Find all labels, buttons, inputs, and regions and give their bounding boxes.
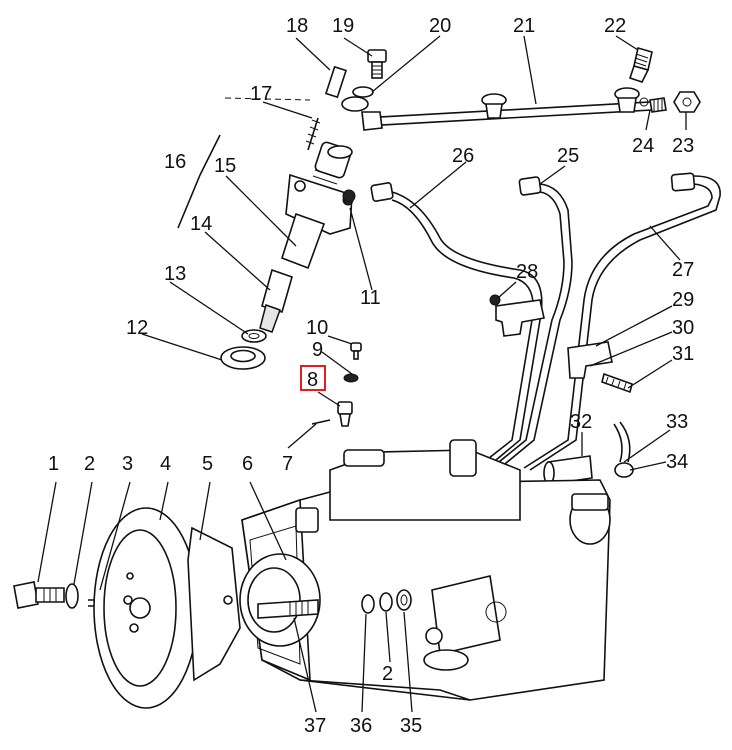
- drive-gear-assembly: [13, 507, 241, 709]
- label-22: 22: [604, 15, 626, 37]
- label-27: 27: [672, 259, 694, 281]
- label-37: 37: [304, 715, 326, 737]
- label-10: 10: [306, 317, 328, 339]
- label-29: 29: [672, 289, 694, 311]
- label-7: 7: [282, 453, 293, 475]
- label-9: 9: [312, 339, 323, 361]
- label-30: 30: [672, 317, 694, 339]
- label-33: 33: [666, 411, 688, 433]
- leader-lines: [37, 35, 687, 713]
- label-14: 14: [190, 213, 212, 235]
- label-4: 4: [160, 453, 171, 475]
- label-6: 6: [242, 453, 253, 475]
- label-28: 28: [516, 261, 538, 283]
- leak-off-pipe-assembly: [341, 46, 701, 131]
- label-26: 26: [452, 145, 474, 167]
- label-1: 1: [48, 453, 59, 475]
- label-5: 5: [202, 453, 213, 475]
- label-12: 12: [126, 317, 148, 339]
- label-18: 18: [286, 15, 308, 37]
- label-20: 20: [429, 15, 451, 37]
- injection-pump-body: [239, 439, 611, 701]
- label-21: 21: [513, 15, 535, 37]
- label-17: 17: [250, 83, 272, 105]
- part-labels: 18 19 20 21 22 17 24 23 16 15 26 25 14 2…: [48, 15, 694, 737]
- injector-assembly: [177, 65, 356, 370]
- label-36: 36: [350, 715, 372, 737]
- label-31: 31: [672, 343, 694, 365]
- small-fasteners: [311, 342, 362, 427]
- injection-pipes: [370, 172, 721, 471]
- label-16: 16: [164, 151, 186, 173]
- label-34: 34: [666, 451, 688, 473]
- label-11: 11: [360, 287, 381, 309]
- label-15: 15: [214, 155, 236, 177]
- label-19: 19: [332, 15, 354, 37]
- label-24: 24: [632, 135, 654, 157]
- label-2: 2: [84, 453, 95, 475]
- label-25: 25: [557, 145, 579, 167]
- label-2-pump: 2: [382, 663, 393, 685]
- label-3: 3: [122, 453, 133, 475]
- label-8: 8: [307, 369, 318, 391]
- highlight-box-8: [300, 365, 326, 391]
- label-32: 32: [570, 411, 592, 433]
- label-23: 23: [672, 135, 694, 157]
- label-13: 13: [164, 263, 186, 285]
- label-35: 35: [400, 715, 422, 737]
